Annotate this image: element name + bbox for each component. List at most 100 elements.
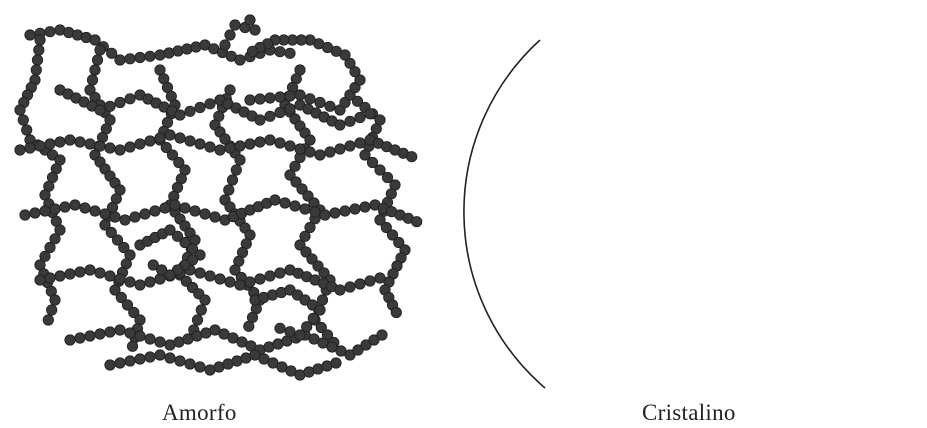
chain-bead: [182, 44, 192, 54]
chain-bead: [75, 267, 85, 277]
chain-bead: [165, 130, 175, 140]
chain-bead: [340, 206, 350, 216]
chain-bead: [105, 143, 115, 153]
chain-bead: [285, 48, 295, 58]
chain-bead: [365, 109, 375, 119]
chain-bead: [90, 65, 100, 75]
chain-bead: [45, 27, 55, 37]
chain-bead: [210, 212, 220, 222]
chain-bead: [20, 210, 30, 220]
chain-bead: [145, 334, 155, 344]
lamellae-domain: [633, 30, 927, 114]
chain-bead: [317, 295, 327, 305]
chain-bead: [224, 185, 234, 195]
chain-bead: [308, 313, 318, 323]
chain-bead: [215, 145, 225, 155]
chain-bead: [265, 135, 275, 145]
chain-bead: [205, 271, 215, 281]
chain-bead: [125, 277, 135, 287]
chain-bead: [155, 337, 165, 347]
chain-bead: [255, 94, 265, 104]
chain-bead: [135, 52, 145, 62]
chain-bead: [245, 277, 255, 287]
chain-bead: [130, 212, 140, 222]
chain-bead: [148, 260, 158, 270]
chain-bead: [285, 141, 295, 151]
chain-bead: [270, 195, 280, 205]
chain-bead: [32, 55, 42, 65]
chain-bead: [45, 139, 55, 149]
chain-bead: [195, 268, 205, 278]
chain-bead: [196, 305, 206, 315]
chain-bead: [377, 330, 387, 340]
chain-bead: [235, 141, 245, 151]
chain-bead: [160, 203, 170, 213]
chain-bead: [80, 203, 90, 213]
chain-bead: [350, 204, 360, 214]
chain-bead: [55, 271, 65, 281]
chain-bead: [345, 282, 355, 292]
chain-bead: [331, 358, 341, 368]
chain-bead: [155, 274, 165, 284]
chain-bead: [325, 147, 335, 157]
chain-bead: [191, 42, 201, 52]
chain-bead: [245, 15, 255, 25]
chain-bead: [105, 327, 115, 337]
chain-bead: [315, 97, 325, 107]
chain-bead: [85, 331, 95, 341]
chain-bead: [205, 142, 215, 152]
chain-bead: [135, 354, 145, 364]
chain-bead: [90, 206, 100, 216]
chain-bead: [45, 273, 55, 283]
chain-bead: [195, 102, 205, 112]
chain-bead: [225, 30, 235, 40]
chain-bead: [15, 145, 25, 155]
chain-bead: [127, 341, 137, 351]
chain-bead: [175, 356, 185, 366]
chain-bead: [155, 133, 165, 143]
chain-bead: [30, 208, 40, 218]
chain-bead: [170, 200, 180, 210]
chain-bead: [360, 202, 370, 212]
chain-bead: [355, 112, 365, 122]
chain-bead: [325, 101, 335, 111]
chain-bead: [65, 335, 75, 345]
chain-bead: [115, 274, 125, 284]
chain-bead: [185, 136, 195, 146]
chain-bead: [335, 120, 345, 130]
chain-bead: [75, 333, 85, 343]
chain-bead: [227, 175, 237, 185]
chain-bead: [70, 200, 80, 210]
chain-bead: [231, 165, 241, 175]
chain-bead: [235, 280, 245, 290]
chain-bead: [145, 136, 155, 146]
chain-bead: [85, 139, 95, 149]
chain-bead: [87, 75, 97, 85]
chain-bead: [95, 329, 105, 339]
chain-bead: [135, 331, 145, 341]
chain-bead: [265, 111, 275, 121]
chain-bead: [265, 271, 275, 281]
chain-bead: [115, 55, 125, 65]
chain-bead: [145, 51, 155, 61]
chain-bead: [115, 325, 125, 335]
chain-bead: [245, 95, 255, 105]
chain-bead: [35, 141, 45, 151]
chain-bead: [290, 201, 300, 211]
amorphous-chain-diagram: [15, 15, 422, 380]
chain-bead: [135, 139, 145, 149]
chain-bead: [195, 139, 205, 149]
chain-bead: [200, 295, 210, 305]
chain-bead: [15, 105, 25, 115]
polymer-chain: [220, 15, 260, 50]
chain-bead: [391, 307, 401, 317]
chain-bead: [265, 93, 275, 103]
chain-bead: [275, 268, 285, 278]
chain-bead: [335, 144, 345, 154]
chain-bead: [35, 35, 45, 45]
chain-bead: [310, 207, 320, 217]
chain-bead: [40, 206, 50, 216]
chain-bead: [105, 101, 115, 111]
chain-bead: [305, 94, 315, 104]
chain-bead: [412, 217, 422, 227]
